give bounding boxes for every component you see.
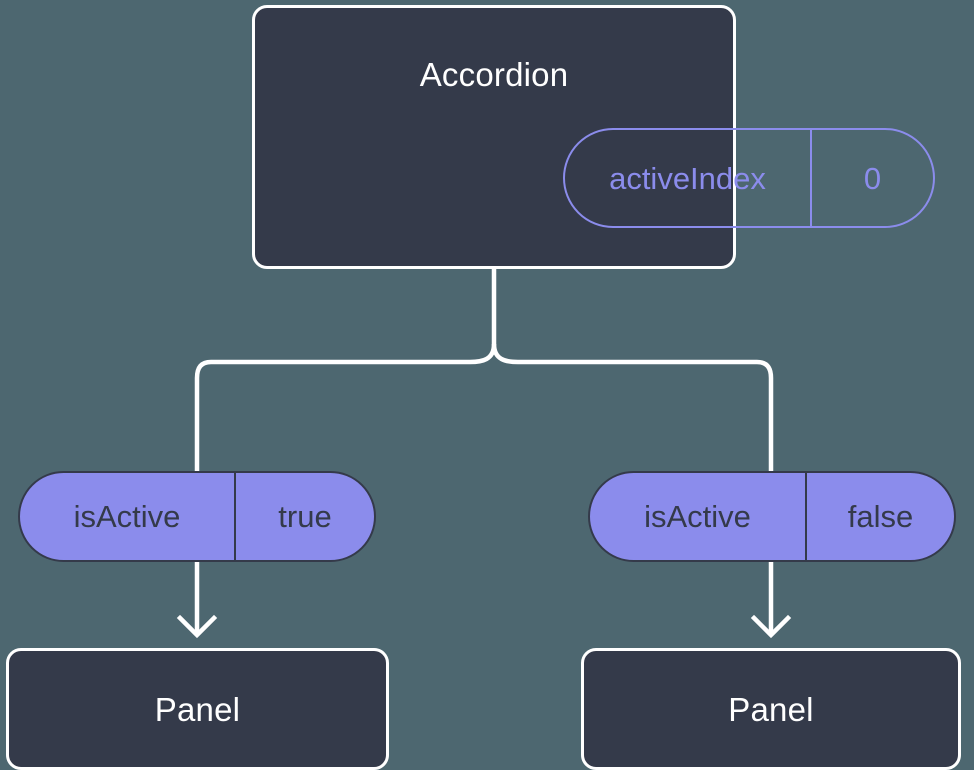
- panel-node-right[interactable]: Panel: [581, 648, 961, 770]
- panel-node-left-title: Panel: [154, 690, 241, 728]
- arrow-head-left: [176, 614, 218, 639]
- arrow-head-right: [750, 614, 792, 639]
- prop-pill-value: false: [847, 499, 914, 534]
- prop-pill-is-active-false[interactable]: isActive false: [588, 471, 956, 562]
- panel-node-right-title: Panel: [728, 690, 814, 728]
- state-pill-value: 0: [863, 160, 882, 196]
- prop-pill-key: isActive: [590, 473, 807, 560]
- prop-pill-value: true: [278, 499, 332, 534]
- state-pill-key: activeIndex: [565, 130, 812, 226]
- prop-pill-is-active-true[interactable]: isActive true: [18, 471, 376, 562]
- prop-pill-key: isActive: [20, 473, 236, 560]
- state-pill-active-index[interactable]: activeIndex 0: [563, 128, 935, 228]
- accordion-node-title: Accordion: [419, 56, 569, 93]
- connector-fork-right: [491, 343, 774, 379]
- panel-node-left[interactable]: Panel: [6, 648, 389, 770]
- connector-fork-left: [194, 343, 497, 379]
- accordion-node[interactable]: Accordion activeIndex 0: [252, 5, 935, 269]
